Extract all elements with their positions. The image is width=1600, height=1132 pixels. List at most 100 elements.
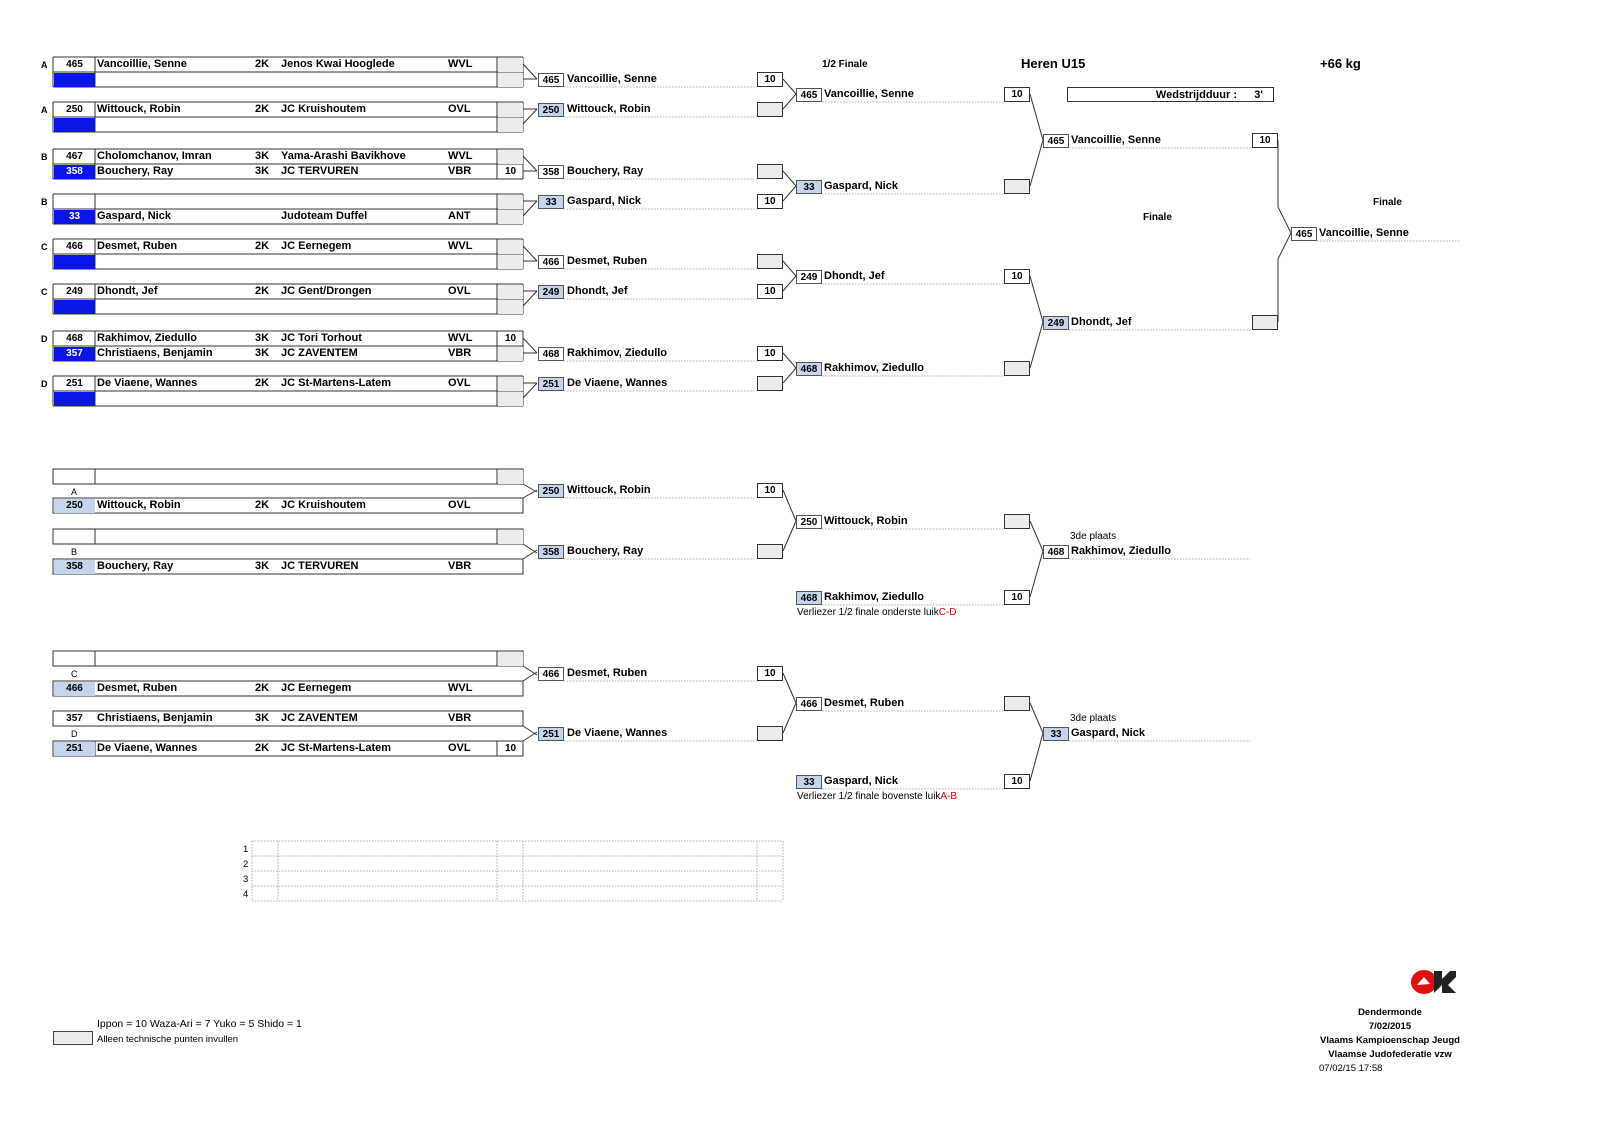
competitor-id: 33 [1043, 727, 1069, 741]
competitor-id: 249 [538, 285, 564, 299]
competitor-id: 249 [796, 270, 822, 284]
competitor-id: 251 [538, 727, 564, 741]
competitor-name: Gaspard, Nick [567, 195, 641, 207]
pool-letter: A [41, 60, 48, 70]
pool-letter: A [71, 487, 78, 497]
duration-label: Wedstrijdduur : [1155, 89, 1237, 101]
competitor-grade: 2K [255, 58, 270, 70]
category-title: Heren U15 [1021, 56, 1086, 71]
bracket-line [782, 367, 797, 384]
competitor-name: Vancoillie, Senne [97, 58, 187, 70]
competitor-id: 358 [538, 545, 564, 559]
competitor-name: Cholomchanov, Imran [97, 150, 212, 162]
score-box [757, 102, 783, 117]
competitor-id: 468 [796, 362, 822, 376]
competitor-grade: 2K [255, 682, 270, 694]
pool-letter: D [71, 729, 78, 739]
bracket-line [522, 337, 538, 354]
score-box [757, 726, 783, 741]
competitor-id: 357 [66, 713, 83, 724]
competitor-id: 358 [538, 165, 564, 179]
competitor-id: 465 [66, 59, 83, 70]
bracket-line [782, 672, 797, 704]
competitor-name: Gaspard, Nick [824, 180, 898, 192]
ranking-number: 2 [243, 859, 249, 870]
competitor-id: 251 [538, 377, 564, 391]
competitor-province: OVL [448, 103, 471, 115]
competitor-grade: 3K [255, 150, 270, 162]
bracket-line [782, 185, 797, 202]
competitor-id: 33 [538, 195, 564, 209]
competitor-id: 251 [66, 378, 83, 389]
competitor-name: Dhondt, Jef [97, 285, 158, 297]
pool-letter: D [41, 379, 48, 389]
competitor-club: JC TERVUREN [281, 165, 359, 177]
competitor-province: WVL [448, 150, 473, 162]
competitor-id: 468 [796, 591, 822, 605]
score-box: 10 [1004, 87, 1030, 102]
score-box [1252, 315, 1278, 330]
score-cell [498, 652, 523, 666]
loser-note-pools: A-B [940, 791, 958, 802]
score-cell [498, 300, 523, 314]
competitor-grade: 2K [255, 742, 270, 754]
competitor-grade: 3K [255, 332, 270, 344]
legend-points: Ippon = 10 Waza-Ari = 7 Yuko = 5 Shido =… [97, 1018, 302, 1030]
competitor-name: Gaspard, Nick [824, 775, 898, 787]
competitor-name: Gaspard, Nick [97, 210, 171, 222]
competitor-id: 33 [796, 775, 822, 789]
score-box: 10 [1004, 774, 1030, 789]
competitor-name: Bouchery, Ray [97, 560, 174, 572]
score-box [757, 254, 783, 269]
competitor-id: 33 [54, 210, 95, 224]
score-box [757, 164, 783, 179]
competitor-name: Rakhimov, Ziedullo [824, 591, 925, 603]
competitor-club: JC Tori Torhout [281, 332, 362, 344]
competitor-id: 468 [1043, 545, 1069, 559]
competitor-province: OVL [448, 377, 471, 389]
ranking-number: 4 [243, 889, 249, 900]
competitor-province: VBR [448, 712, 472, 724]
winner-name: Vancoillie, Senne [1319, 227, 1409, 239]
competitor-name: Gaspard, Nick [1071, 727, 1145, 739]
score-box [757, 544, 783, 559]
bracket-line [522, 290, 538, 307]
competitor-province: VBR [448, 347, 472, 359]
bracket-line [782, 93, 797, 110]
bracket-line [522, 731, 538, 742]
cell-border [52, 710, 524, 727]
pool-letter: B [71, 547, 78, 557]
bracket-line [1029, 520, 1044, 552]
competitor-id: 250 [66, 104, 83, 115]
competitor-name: Vancoillie, Senne [824, 88, 914, 100]
bracket-line [522, 108, 538, 125]
competitor-club: JC Kruishoutem [281, 499, 366, 511]
footer-event: Vlaams Kampioenschap Jeugd [1320, 1035, 1460, 1046]
competitor-id: 33 [796, 180, 822, 194]
cell-border [52, 468, 524, 485]
competitor-id [54, 195, 95, 209]
score-cell: 10 [504, 333, 517, 344]
competitor-club: JC ZAVENTEM [281, 712, 358, 724]
competitor-name: Rakhimov, Ziedullo [1071, 545, 1172, 557]
half-final-label: 1/2 Finale [822, 59, 868, 70]
cell-border [52, 740, 524, 757]
vjf-logo-icon [1410, 967, 1458, 1002]
competitor-name: Desmet, Ruben [97, 240, 178, 252]
competitor-name: Desmet, Ruben [824, 697, 905, 709]
footer-org: Vlaamse Judofederatie vzw [1328, 1049, 1452, 1060]
bracket-line [1029, 93, 1044, 141]
score-cell [498, 58, 523, 72]
competitor-province: WVL [448, 240, 473, 252]
competitor-name: Bouchery, Ray [567, 545, 644, 557]
bracket-line [522, 671, 538, 682]
competitor-club: JC ZAVENTEM [281, 347, 358, 359]
competitor-province: OVL [448, 499, 471, 511]
competitor-name: Desmet, Ruben [97, 682, 178, 694]
cell-border [52, 680, 524, 697]
loser-note-text: Verliezer 1/2 finale onderste luik [797, 607, 939, 618]
competitor-name: Desmet, Ruben [567, 667, 648, 679]
competitor-name: Rakhimov, Ziedullo [97, 332, 198, 344]
competitor-name: De Viaene, Wannes [567, 377, 668, 389]
